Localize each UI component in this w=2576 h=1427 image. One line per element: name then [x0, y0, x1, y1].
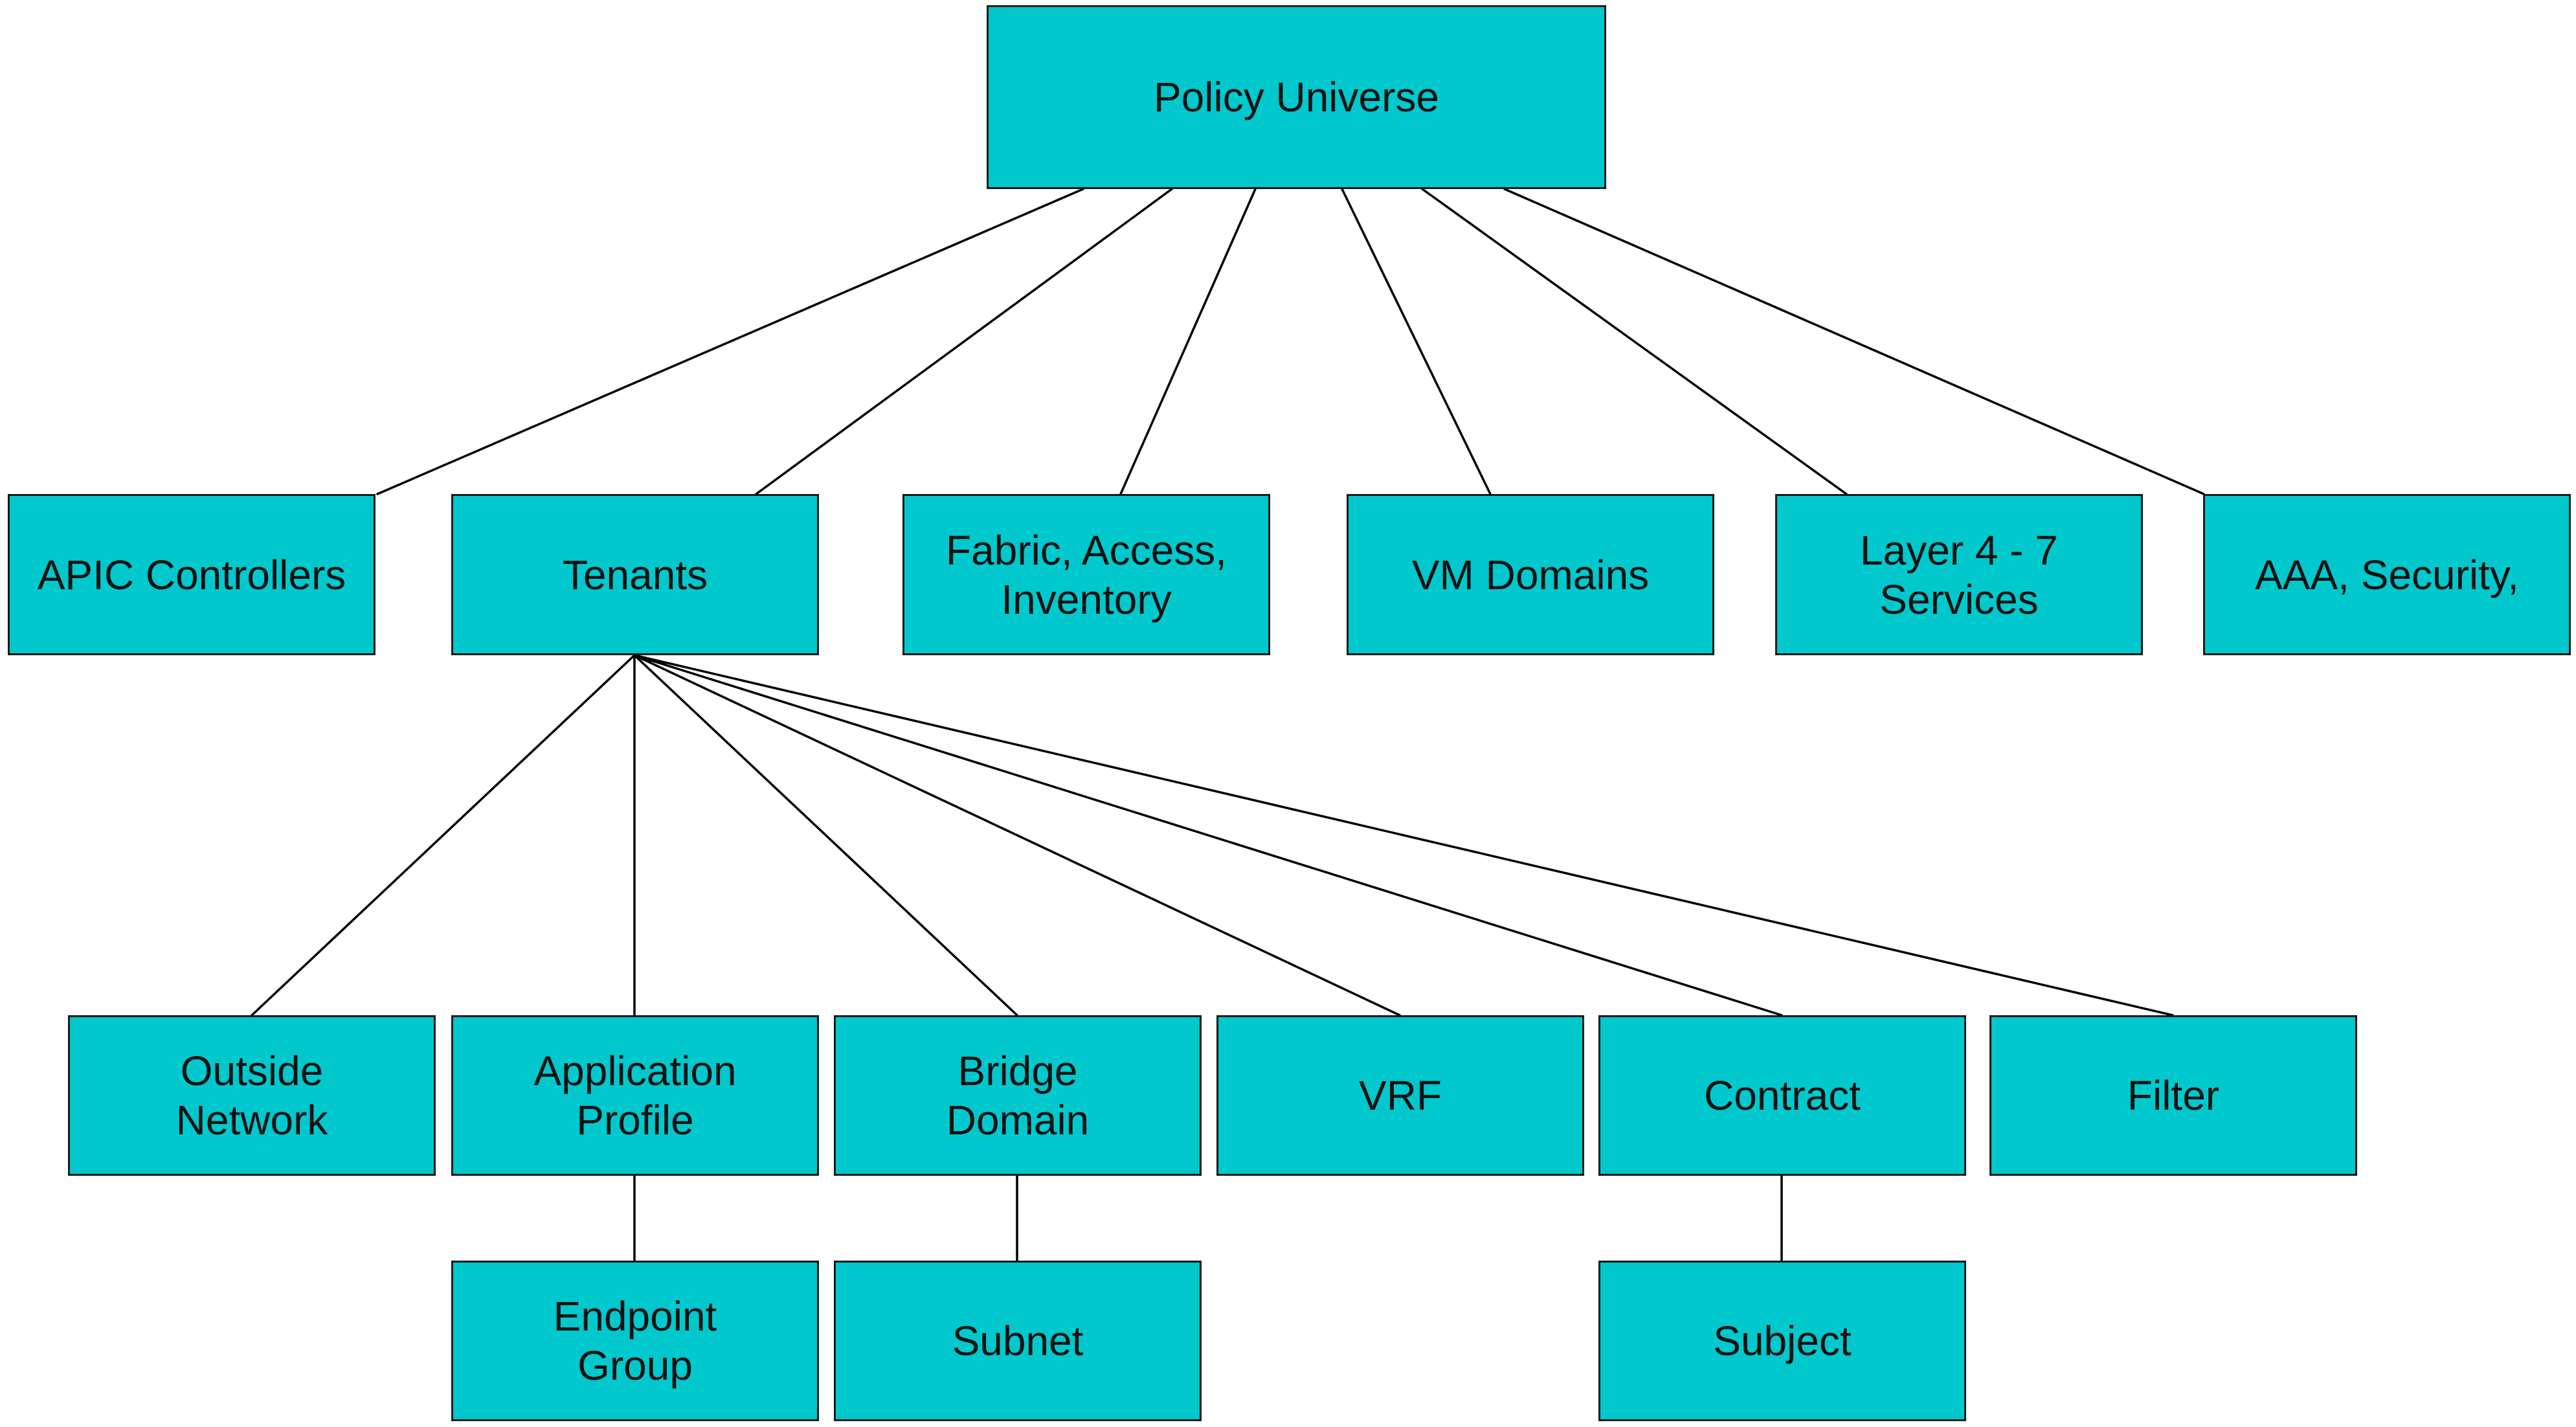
- node-label: Bridge Domain: [946, 1048, 1090, 1143]
- node-outside-network: Outside Network: [68, 1015, 436, 1176]
- node-label: Filter: [2127, 1072, 2220, 1119]
- edge-policy-universe-to-tenants: [755, 188, 1173, 495]
- node-filter: Filter: [1989, 1015, 2357, 1176]
- node-label: Subject: [1713, 1318, 1852, 1364]
- node-bridge-domain: Bridge Domain: [834, 1015, 1202, 1176]
- node-aaa-security: AAA, Security,: [2203, 494, 2571, 655]
- node-label: Subnet: [952, 1318, 1084, 1364]
- node-label: VRF: [1359, 1072, 1442, 1119]
- node-label: Endpoint Group: [553, 1293, 717, 1389]
- edge-tenants-to-contract: [633, 654, 1783, 1017]
- node-label: VM Domains: [1411, 551, 1650, 598]
- edge-policy-universe-to-fabric-access-inventory: [1119, 188, 1257, 495]
- node-label: APIC Controllers: [37, 551, 346, 598]
- node-label: Tenants: [562, 551, 708, 598]
- edge-tenants-to-filter: [633, 654, 2174, 1017]
- node-vm-domains: VM Domains: [1347, 494, 1714, 655]
- node-label: Contract: [1704, 1072, 1861, 1119]
- node-policy-universe: Policy Universe: [987, 5, 1606, 189]
- edge-policy-universe-to-layer-4-7-services: [1421, 188, 1848, 495]
- node-subnet: Subnet: [834, 1261, 1202, 1421]
- node-fabric-access-inventory: Fabric, Access, Inventory: [902, 494, 1270, 655]
- edge-tenants-to-bridge-domain: [633, 654, 1018, 1017]
- node-vrf: VRF: [1216, 1015, 1584, 1176]
- node-application-profile: Application Profile: [451, 1015, 819, 1176]
- node-label: Outside Network: [175, 1048, 328, 1143]
- edge-policy-universe-to-aaa-security: [1503, 188, 2205, 495]
- node-subject: Subject: [1598, 1261, 1966, 1421]
- node-contract: Contract: [1598, 1015, 1966, 1176]
- node-endpoint-group: Endpoint Group: [451, 1261, 819, 1421]
- edge-tenants-to-outside-network: [251, 654, 636, 1017]
- node-tenants: Tenants: [451, 494, 819, 655]
- node-label: AAA, Security,: [2255, 551, 2519, 598]
- edge-policy-universe-to-vm-domains: [1341, 188, 1492, 495]
- node-label: Layer 4 - 7 Services: [1860, 526, 2058, 623]
- node-label: Policy Universe: [1153, 74, 1440, 120]
- node-label: Application Profile: [533, 1048, 737, 1143]
- node-label: Fabric, Access, Inventory: [946, 526, 1227, 623]
- edge-policy-universe-to-apic-controllers: [376, 188, 1084, 495]
- edge-tenants-to-vrf: [633, 654, 1401, 1017]
- node-layer-4-7-services: Layer 4 - 7 Services: [1775, 494, 2143, 655]
- node-apic-controllers: APIC Controllers: [8, 494, 375, 655]
